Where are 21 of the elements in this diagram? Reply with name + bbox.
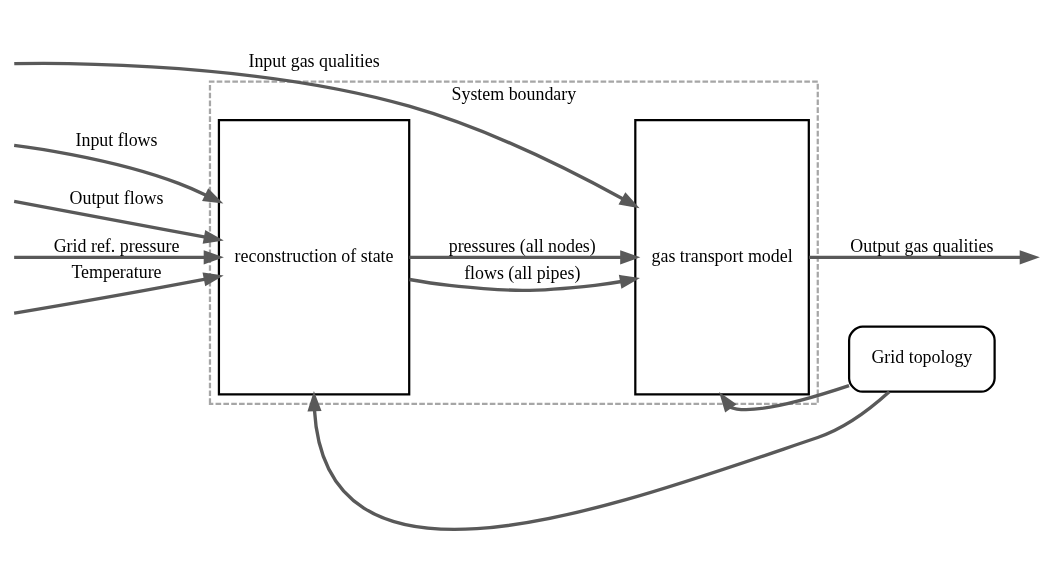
- arrow: [13, 271, 224, 315]
- arrow: [14, 249, 224, 264]
- arrow: [719, 383, 850, 412]
- node-box: reconstruction of state: [217, 118, 411, 396]
- node-box: gas transport model: [634, 118, 810, 396]
- node-box: Grid topology: [848, 325, 996, 393]
- arrow: [307, 390, 891, 531]
- edge-label: Grid ref. pressure: [53, 234, 180, 255]
- arrow: [13, 143, 224, 203]
- edge-label: pressures (all nodes): [448, 234, 596, 255]
- edge-label: Input flows: [75, 129, 158, 150]
- arrow: [14, 61, 640, 208]
- edge-label: Temperature: [71, 261, 162, 282]
- edge-label: Input gas qualities: [248, 50, 380, 71]
- edge-label: Output flows: [69, 187, 164, 208]
- arrow: [409, 274, 640, 292]
- arrow: [13, 199, 224, 244]
- arrow: [409, 249, 641, 264]
- edge-label: flows (all pipes): [464, 262, 581, 283]
- arrow: [809, 249, 1040, 264]
- edge-label: Output gas qualities: [850, 234, 994, 255]
